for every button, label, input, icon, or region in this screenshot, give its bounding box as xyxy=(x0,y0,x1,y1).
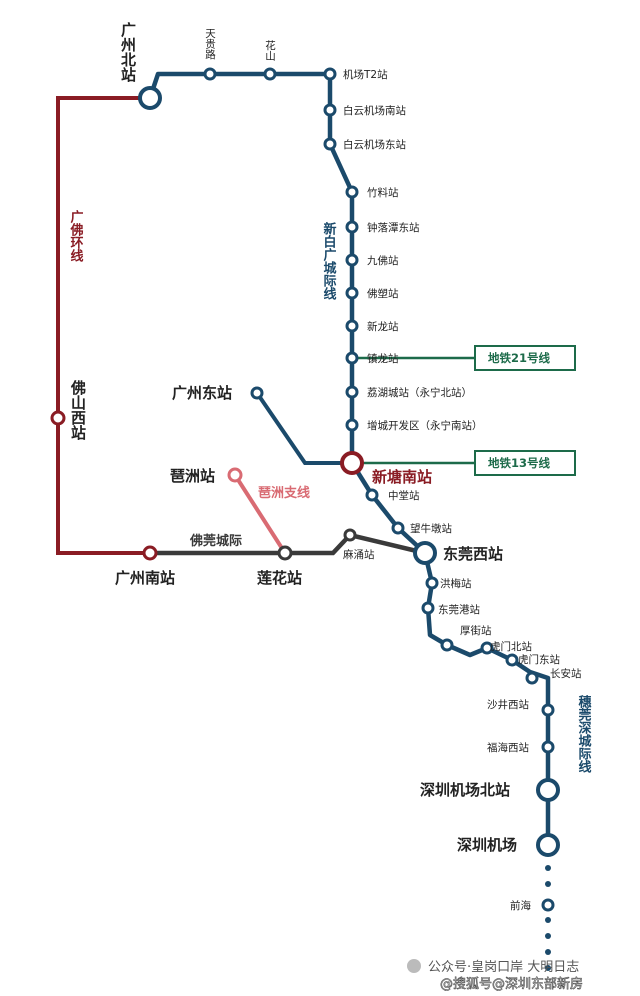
station-marker xyxy=(323,103,337,117)
label-shajing-west: 沙井西站 xyxy=(487,698,529,711)
label-baiyun-airport-south: 白云机场南站 xyxy=(343,104,406,117)
label-zhenlong: 镇龙站 xyxy=(367,352,399,365)
label-guangzhou-south: 广州南站 xyxy=(115,569,175,587)
label-zhuliao: 竹料站 xyxy=(367,186,399,199)
label-lianhua: 莲花站 xyxy=(257,569,302,587)
label-foshan-west: 佛山西站 xyxy=(69,379,87,441)
station-marker xyxy=(365,488,379,502)
station-marker xyxy=(323,67,337,81)
station-marker xyxy=(505,653,519,667)
label-zengcheng-kaifaqu: 增城开发区（永宁南站） xyxy=(367,419,483,432)
station-marker xyxy=(525,671,539,685)
label-humen-east: 虎门东站 xyxy=(518,653,560,666)
station-marker xyxy=(480,641,494,655)
station-marker xyxy=(250,386,264,400)
line-label-foguan: 佛莞城际 xyxy=(189,533,242,549)
label-shenzhen-airport: 深圳机场 xyxy=(457,836,517,854)
station-marker xyxy=(541,703,555,717)
label-xinlong: 新龙站 xyxy=(367,320,399,333)
station-marker xyxy=(425,576,439,590)
label-wangniudun: 望牛墩站 xyxy=(410,522,452,535)
label-baiyun-airport-east: 白云机场东站 xyxy=(343,138,406,151)
label-machong: 麻涌站 xyxy=(343,548,375,561)
station-marker xyxy=(345,418,359,432)
station-markers-red xyxy=(50,410,158,561)
station-marker xyxy=(323,137,337,151)
label-fosu: 佛塑站 xyxy=(367,287,399,300)
extension-dots xyxy=(545,865,551,971)
line-label-suiguan: 穗莞深城际线 xyxy=(576,694,592,774)
label-tiangui-road: 天贵路 xyxy=(204,28,216,60)
wechat-icon xyxy=(407,959,421,973)
line-label-pizhou: 琶洲支线 xyxy=(258,485,310,501)
xintang-south-marker xyxy=(340,451,364,475)
label-airport-t2: 机场T2站 xyxy=(343,68,388,81)
station-markers-grey xyxy=(343,528,357,542)
station-marker xyxy=(421,601,435,615)
label-dongguan-port: 东莞港站 xyxy=(438,603,480,616)
metro21-badge: 地铁21号线 xyxy=(474,345,576,371)
label-changan: 长安站 xyxy=(550,667,582,680)
station-marker xyxy=(345,220,359,234)
line-label-xinbai: 新白广城际线 xyxy=(321,221,337,301)
shenzhen-airport-north-marker xyxy=(536,778,560,802)
foguan-line-path xyxy=(150,532,426,556)
label-houjie: 厚街站 xyxy=(460,624,492,637)
label-humen-north: 虎门北站 xyxy=(490,640,532,653)
station-marker xyxy=(345,185,359,199)
metro21-badge-text: 地铁21号线 xyxy=(488,351,551,365)
label-jiufo: 九佛站 xyxy=(367,254,399,267)
label-huashan: 花山 xyxy=(264,39,276,61)
guangzhou-east-connector-path xyxy=(255,391,352,465)
watermark: 公众号·皇岗口岸 大明日志 @搜狐号@深圳东部新房 xyxy=(407,959,583,992)
lianhua-marker xyxy=(277,545,293,561)
label-guangzhou-east: 广州东站 xyxy=(172,384,232,402)
station-marker xyxy=(440,638,454,652)
label-zhongtang: 中堂站 xyxy=(388,489,420,502)
station-marker xyxy=(541,740,555,754)
station-marker xyxy=(227,467,243,483)
station-marker xyxy=(203,67,217,81)
station-marker xyxy=(343,528,357,542)
label-shenzhen-airport-north: 深圳机场北站 xyxy=(420,781,510,799)
station-marker xyxy=(345,351,359,365)
guangfo-line-path xyxy=(56,96,150,555)
station-marker xyxy=(541,898,555,912)
station-marker xyxy=(345,385,359,399)
station-markers-pink xyxy=(227,467,243,483)
label-qianhai: 前海 xyxy=(510,899,531,912)
station-marker xyxy=(345,286,359,300)
station-marker xyxy=(391,521,405,535)
station-marker xyxy=(263,67,277,81)
watermark-line2: @搜狐号@深圳东部新房 xyxy=(440,976,583,992)
station-markers xyxy=(203,67,555,912)
label-fuhai-west: 福海西站 xyxy=(487,741,529,754)
label-xintang-south: 新塘南站 xyxy=(372,468,432,486)
label-lihucheng: 荔湖城站（永宁北站） xyxy=(367,386,472,399)
label-zhongluotan-east: 钟落潭东站 xyxy=(367,221,420,234)
label-dongguan-west: 东莞西站 xyxy=(443,545,503,563)
label-guangzhou-north: 广州北站 xyxy=(119,21,137,83)
station-marker xyxy=(345,253,359,267)
label-pazhou: 琶洲站 xyxy=(170,467,215,485)
watermark-line1: 公众号·皇岗口岸 大明日志 xyxy=(428,960,579,975)
shenzhen-airport-marker xyxy=(536,833,560,857)
station-marker xyxy=(142,545,158,561)
metro13-badge: 地铁13号线 xyxy=(474,450,576,476)
station-marker xyxy=(50,410,66,426)
dongguan-west-marker xyxy=(413,541,437,565)
guangzhou-north-marker xyxy=(138,86,162,110)
line-label-guangfo: 广佛环线 xyxy=(68,209,85,263)
label-hongmei: 洪梅站 xyxy=(440,577,472,590)
metro13-badge-text: 地铁13号线 xyxy=(488,456,551,470)
station-marker xyxy=(345,319,359,333)
pizhou-line-path xyxy=(233,473,287,555)
